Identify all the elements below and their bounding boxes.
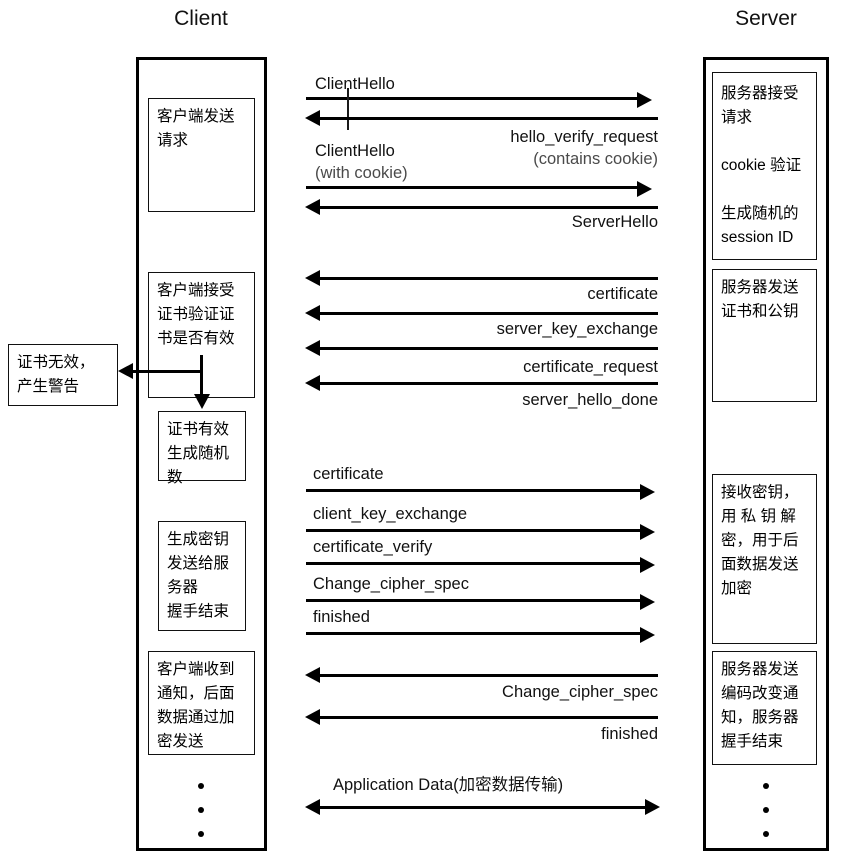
message-line-msg-finished-c bbox=[306, 632, 644, 635]
alert-box-certificate-invalid: 证书无效， 产生警告 bbox=[8, 344, 118, 406]
message-arrowhead-msg-hello-verify-request bbox=[305, 110, 320, 126]
message-arrowhead-msg-client-key-exchange bbox=[640, 524, 655, 540]
message-label-msg-server-hello-done: server_hello_done bbox=[522, 391, 658, 409]
message-label-msg-change-cipher-spec-c: Change_cipher_spec bbox=[313, 575, 469, 593]
server-box-server-change-cipher: 服务器发送 编码改变通 知，服务器 握手结束 bbox=[712, 651, 817, 765]
message-arrowhead-msg-finished-s bbox=[305, 709, 320, 725]
server-box-server-receive-key: 接收密钥， 用 私 钥 解 密，用于后 面数据发送 加密 bbox=[712, 474, 817, 644]
message-arrowhead-msg-server-key-exchange bbox=[305, 305, 320, 321]
message-label-msg-certificate-s: certificate bbox=[587, 285, 658, 303]
message-line-msg-certificate-request bbox=[320, 347, 658, 350]
message-arrowhead-msg-client-hello-cookie bbox=[637, 181, 652, 197]
message-line-msg-change-cipher-spec-c bbox=[306, 599, 644, 602]
dot-2 bbox=[763, 807, 769, 813]
message-arrowhead-msg-certificate-verify bbox=[640, 557, 655, 573]
server-column-title: Server bbox=[735, 7, 797, 30]
dot-2 bbox=[198, 807, 204, 813]
message-label-msg-finished-c: finished bbox=[313, 608, 370, 626]
message-arrowhead-right-msg-application-data bbox=[645, 799, 660, 815]
dot-1 bbox=[198, 783, 204, 789]
message-arrowhead-msg-finished-c bbox=[640, 627, 655, 643]
message-label-msg-change-cipher-spec-s: Change_cipher_spec bbox=[502, 683, 658, 701]
message-label-msg-certificate-c: certificate bbox=[313, 465, 384, 483]
message-arrowhead-msg-server-hello-done bbox=[305, 375, 320, 391]
message-line-msg-server-hello-done bbox=[320, 382, 658, 385]
message-line-msg-client-hello bbox=[306, 97, 641, 100]
message-label-msg-client-hello: ClientHello bbox=[315, 75, 395, 93]
message-label-msg-certificate-verify: certificate_verify bbox=[313, 538, 433, 556]
client-hello-tick-mark bbox=[347, 88, 349, 130]
message-line-msg-finished-s bbox=[320, 716, 658, 719]
dot-3 bbox=[198, 831, 204, 837]
message-line-msg-server-hello bbox=[320, 206, 658, 209]
dot-1 bbox=[763, 783, 769, 789]
server-box-server-accept-request: 服务器接受 请求 cookie 验证 生成随机的 session ID bbox=[712, 72, 817, 260]
message-line-msg-client-key-exchange bbox=[306, 529, 644, 532]
client-box-certificate-valid: 证书有效 生成随机 数 bbox=[158, 411, 246, 486]
decision-arrow-left-head bbox=[118, 363, 133, 379]
message-label-msg-server-key-exchange: server_key_exchange bbox=[496, 320, 658, 338]
client-box-client-send-request: 客户端发送 请求 bbox=[148, 98, 255, 212]
message-sublabel-msg-client-hello-cookie: (with cookie) bbox=[315, 164, 408, 182]
client-box-generate-key-send: 生成密钥 发送给服 务器 握手结束 bbox=[158, 521, 246, 631]
message-arrowhead-msg-change-cipher-spec-s bbox=[305, 667, 320, 683]
decision-arrow-horizontal-line bbox=[133, 370, 203, 373]
message-label-msg-hello-verify-request: hello_verify_request bbox=[510, 128, 658, 146]
dot-3 bbox=[763, 831, 769, 837]
message-arrowhead-msg-change-cipher-spec-c bbox=[640, 594, 655, 610]
message-label-msg-certificate-request: certificate_request bbox=[523, 358, 658, 376]
message-label-msg-client-hello-cookie: ClientHello bbox=[315, 142, 395, 160]
message-arrowhead-msg-client-hello bbox=[637, 92, 652, 108]
message-label-msg-server-hello: ServerHello bbox=[571, 213, 658, 231]
client-column-title: Client bbox=[174, 7, 228, 30]
decision-arrow-vertical-line bbox=[200, 355, 203, 395]
message-line-msg-server-key-exchange bbox=[320, 312, 658, 315]
message-sublabel-msg-hello-verify-request: (contains cookie) bbox=[533, 150, 658, 168]
client-box-client-received-notice: 客户端收到 通知，后面 数据通过加 密发送 bbox=[148, 651, 255, 755]
message-arrowhead-msg-server-hello bbox=[305, 199, 320, 215]
message-arrowhead-left-msg-application-data bbox=[305, 799, 320, 815]
message-arrowhead-msg-certificate-request bbox=[305, 340, 320, 356]
message-line-msg-hello-verify-request bbox=[320, 117, 658, 120]
message-label-msg-application-data: Application Data(加密数据传输) bbox=[333, 776, 564, 794]
message-line-msg-certificate-c bbox=[306, 489, 644, 492]
message-line-msg-certificate-s bbox=[320, 277, 658, 280]
message-line-msg-change-cipher-spec-s bbox=[320, 674, 658, 677]
message-arrowhead-msg-certificate-s bbox=[305, 270, 320, 286]
message-line-msg-certificate-verify bbox=[306, 562, 644, 565]
message-line-msg-application-data bbox=[320, 806, 645, 809]
message-label-msg-finished-s: finished bbox=[601, 725, 658, 743]
message-arrowhead-msg-certificate-c bbox=[640, 484, 655, 500]
message-label-msg-client-key-exchange: client_key_exchange bbox=[313, 505, 468, 523]
server-box-server-send-certificate: 服务器发送 证书和公钥 bbox=[712, 269, 817, 402]
decision-arrow-down-head bbox=[194, 394, 210, 409]
message-line-msg-client-hello-cookie bbox=[306, 186, 641, 189]
